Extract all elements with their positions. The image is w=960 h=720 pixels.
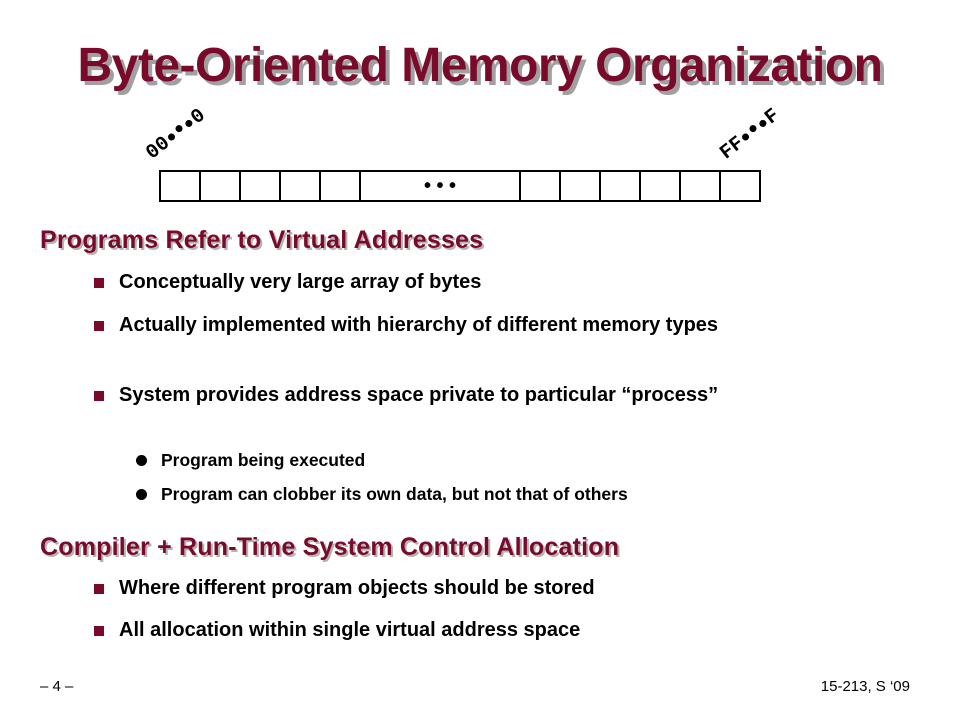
dot-icon [748,123,758,134]
sub-bullet-text: Program can clobber its own data, but no… [161,484,628,504]
dot-icon [174,123,184,134]
dot-icon [166,132,177,142]
bullet-text: Conceptually very large array of bytes [119,271,482,293]
byte-cell [159,170,201,202]
byte-cell [719,170,761,202]
byte-array-diagram: • • • [159,170,761,202]
bullet-item: Actually implemented with hierarchy of d… [94,311,854,340]
sub-bullet-text: Program being executed [161,450,366,470]
byte-cell [679,170,721,202]
byte-cell [559,170,601,202]
round-bullet-icon [136,455,147,466]
bullet-item: Conceptually very large array of bytes [94,268,874,297]
byte-cell [199,170,241,202]
byte-cell [319,170,361,202]
sub-bullet-item: Program being executed [136,448,896,472]
square-bullet-icon [94,391,104,401]
byte-cell [239,170,281,202]
bullet-item: Where different program objects should b… [94,574,874,603]
round-bullet-icon [136,489,147,500]
course-label: 15-213, S ‘09 [820,678,910,695]
section-heading-allocation: Compiler + Run-Time System Control Alloc… [40,533,620,561]
bullet-item: All allocation within single virtual add… [94,616,874,645]
byte-cells-right [519,170,761,202]
slide-title: Byte-Oriented Memory Organization [77,39,883,92]
square-bullet-icon [94,321,104,331]
bullet-item: System provides address space private to… [94,381,814,410]
square-bullet-icon [94,584,104,594]
byte-cell [639,170,681,202]
ellipsis-text: • • • [424,175,456,197]
sub-bullet-item: Program can clobber its own data, but no… [136,482,896,506]
bullet-text: Where different program objects should b… [119,577,595,599]
bullet-text: Actually implemented with hierarchy of d… [119,314,719,336]
dot-icon [740,132,751,142]
byte-cell [599,170,641,202]
byte-cell [519,170,561,202]
byte-cells-left [159,170,361,202]
byte-cell [279,170,321,202]
ellipsis-region [359,170,521,202]
bullet-text: All allocation within single virtual add… [119,619,581,641]
square-bullet-icon [94,626,104,636]
square-bullet-icon [94,278,104,288]
section-heading-virtual-addresses: Programs Refer to Virtual Addresses [40,226,484,254]
page-number: – 4 – [40,678,74,695]
bullet-text: System provides address space private to… [119,384,719,406]
